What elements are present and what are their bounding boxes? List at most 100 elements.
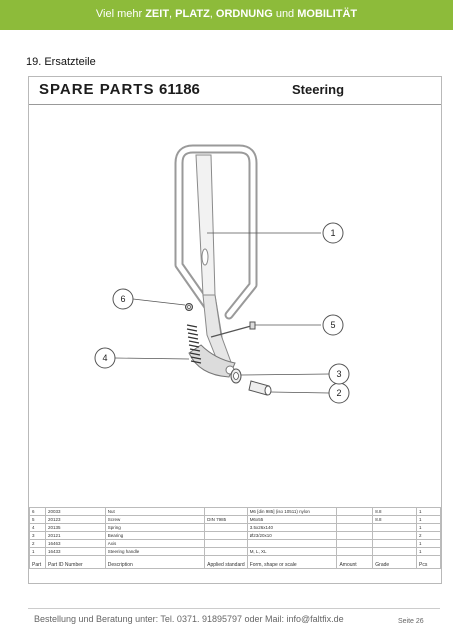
- footer-contact: Bestellung und Beratung unter: Tel. 0371…: [34, 614, 344, 624]
- footer-divider: [28, 608, 440, 609]
- column-header: Part: [29, 555, 46, 569]
- cell: 1: [416, 539, 441, 548]
- spring-part: [186, 324, 202, 364]
- callout-3: 3: [328, 363, 350, 385]
- cell: Spring: [104, 523, 206, 532]
- table-row: 5 20123 Screw DIN 7985 M6x55 8.8 1: [29, 515, 441, 524]
- cell: M6 [din 985] (iso 10511) nylon: [246, 507, 338, 516]
- cell: [372, 531, 418, 540]
- cell: 1: [416, 547, 441, 556]
- section-title: 19. Ersatzteile: [26, 56, 96, 68]
- cell: Ø23/20x10: [246, 531, 338, 540]
- cell: [336, 523, 374, 532]
- column-header: Pcs: [416, 555, 441, 569]
- header-banner: Viel mehr ZEIT, PLATZ, ORDNUNG und MOBIL…: [0, 0, 453, 30]
- sheet-title: SPARE PARTS: [39, 81, 155, 98]
- table-row: 1 16433 Steering handle M, L, XL 1: [29, 547, 441, 556]
- sheet-name: Steering: [292, 82, 345, 97]
- cell: 20121: [44, 531, 106, 540]
- cell: 20123: [44, 515, 106, 524]
- cell: 5: [29, 515, 46, 524]
- column-header: Grade: [372, 555, 418, 569]
- cell: [372, 547, 418, 556]
- cell: 20135: [44, 523, 106, 532]
- steering-exploded-drawing: 1 2 3 4 5 6: [94, 144, 350, 404]
- cell: [336, 547, 374, 556]
- cell: [204, 539, 248, 548]
- table-row: 2 16463 Axis 1: [29, 539, 441, 548]
- svg-text:1: 1: [330, 228, 335, 238]
- cell: [336, 507, 374, 516]
- header-keyword-order: ORDNUNG: [215, 8, 273, 20]
- svg-text:2: 2: [336, 388, 341, 398]
- cell: 3.5x26x140: [246, 523, 338, 532]
- svg-text:5: 5: [330, 320, 335, 330]
- bottom-bracket: [188, 344, 236, 378]
- column-header: Description: [104, 555, 206, 569]
- column-header: Applied standard: [204, 555, 248, 569]
- spare-parts-sheet: SPARE PARTS 61186 Steering: [28, 76, 442, 584]
- cell: M6x55: [246, 515, 338, 524]
- svg-text:4: 4: [102, 353, 107, 363]
- cell: [336, 531, 374, 540]
- cell: 3: [29, 531, 46, 540]
- header-keyword-time: ZEIT: [145, 8, 170, 20]
- cell: 1: [416, 507, 441, 516]
- cell: Screw: [104, 515, 206, 524]
- cell: Nut: [104, 507, 206, 516]
- column-header: Amount: [336, 555, 374, 569]
- sheet-number: 61186: [159, 81, 200, 98]
- cell: [372, 539, 418, 548]
- cell: 8.8: [372, 507, 418, 516]
- cell: DIN 7985: [204, 515, 248, 524]
- svg-text:6: 6: [120, 294, 125, 304]
- cell: 6: [29, 507, 46, 516]
- svg-text:3: 3: [336, 369, 341, 379]
- header-mid: und: [272, 8, 298, 20]
- cell: [204, 507, 248, 516]
- callout-1: 1: [322, 222, 344, 244]
- cell: 1: [416, 523, 441, 532]
- cell: [204, 523, 248, 532]
- cell: Bearing: [104, 531, 206, 540]
- table-row: 4 20135 Spring 3.5x26x140 1: [29, 523, 441, 532]
- callout-5: 5: [322, 314, 344, 336]
- cell: 20033: [44, 507, 106, 516]
- cell: 4: [29, 523, 46, 532]
- sheet-header: SPARE PARTS 61186 Steering: [29, 77, 441, 103]
- cell: [204, 531, 248, 540]
- callout-4: 4: [94, 347, 116, 369]
- header-keyword-space: PLATZ: [175, 8, 210, 20]
- parts-table: 6 20033 Nut M6 [din 985] (iso 10511) nyl…: [29, 507, 441, 569]
- table-header-row: Part Part ID Number Description Applied …: [29, 555, 441, 569]
- cell: 1: [416, 515, 441, 524]
- cell: 16433: [44, 547, 106, 556]
- screw-part: [210, 321, 256, 338]
- cell: Axis: [104, 539, 206, 548]
- cell: [336, 515, 374, 524]
- steering-handle-frame: [174, 144, 258, 320]
- cell: [204, 547, 248, 556]
- page-number: Seite 26: [398, 618, 424, 625]
- header-sep: ,: [169, 8, 176, 20]
- table-row: 6 20033 Nut M6 [din 985] (iso 10511) nyl…: [29, 507, 441, 516]
- cell: 1: [29, 547, 46, 556]
- cell: [246, 539, 338, 548]
- sheet-divider: [29, 104, 441, 105]
- cell: 16463: [44, 539, 106, 548]
- callout-6: 6: [112, 288, 134, 310]
- header-sep: ,: [209, 8, 216, 20]
- cell: 2: [416, 531, 441, 540]
- cell: [336, 539, 374, 548]
- column-header: Part ID Number: [44, 555, 106, 569]
- cell: 8.8: [372, 515, 418, 524]
- header-prefix: Viel mehr: [95, 8, 143, 20]
- cell: Steering handle: [104, 547, 206, 556]
- header-keyword-mobility: MOBILITÄT: [297, 8, 358, 20]
- cell: [372, 523, 418, 532]
- table-row: 3 20121 Bearing Ø23/20x10 2: [29, 531, 441, 540]
- cell: 2: [29, 539, 46, 548]
- cell: M, L, XL: [246, 547, 338, 556]
- callout-2: 2: [328, 382, 350, 404]
- column-header: Form, shape or scale: [246, 555, 338, 569]
